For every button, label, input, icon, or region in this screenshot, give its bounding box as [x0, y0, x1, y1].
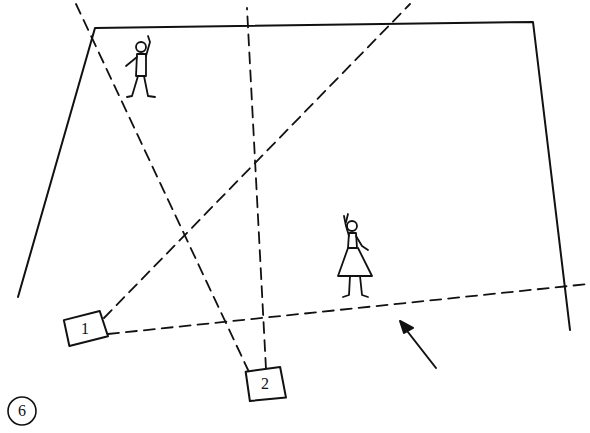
figure-number: 6	[7, 402, 37, 420]
pointer-arrow	[404, 327, 436, 368]
back-figure	[126, 36, 155, 97]
arrow-head	[400, 321, 413, 333]
room-outline	[18, 22, 570, 330]
camera-number: 2	[244, 375, 286, 393]
sight-lines	[76, 4, 588, 372]
camera-box: 2	[244, 367, 286, 401]
circle-outline	[8, 397, 36, 425]
figure-number: 6	[7, 396, 37, 426]
camera-number: 1	[62, 320, 108, 338]
front-figure	[338, 214, 372, 297]
camera-box: 1	[62, 311, 108, 346]
